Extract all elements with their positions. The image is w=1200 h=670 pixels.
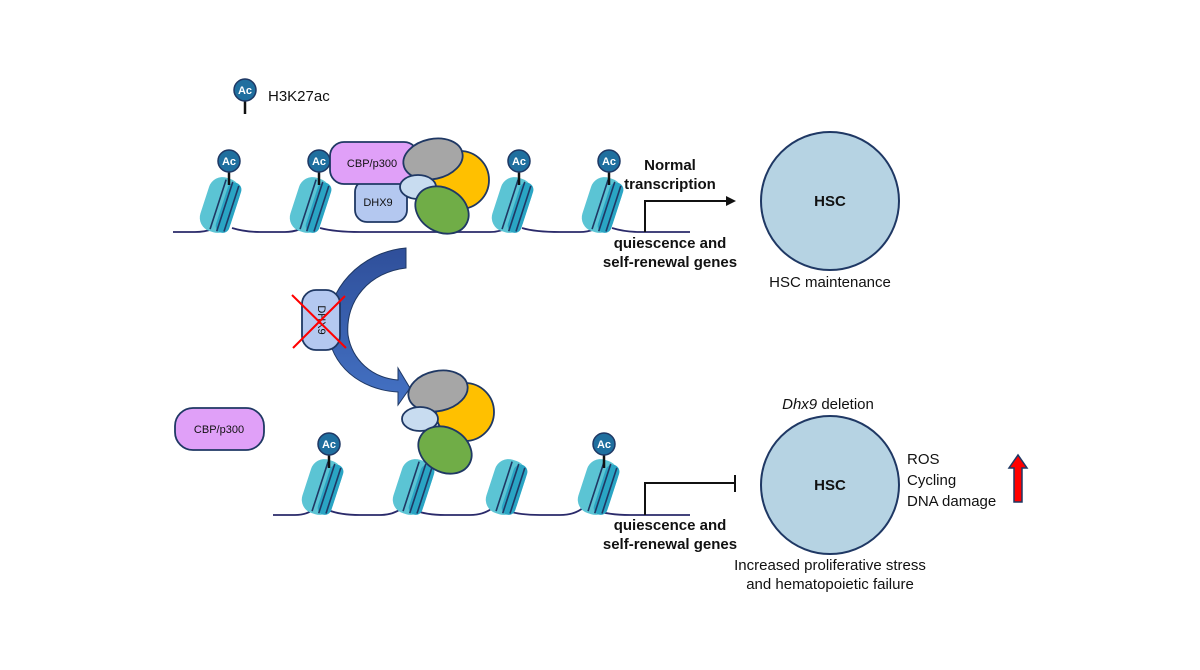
top-chromatin: Ac Ac Ac Ac DHX9 CBP/p300 Normal transcr… [173,137,737,271]
svg-text:Ac: Ac [602,156,616,168]
up-arrow-icon [1007,453,1029,503]
ac-mark-icon: Ac [591,431,617,470]
hsc-label: HSC [814,193,846,210]
effect-dna-damage: DNA damage [907,493,996,510]
legend-label: H3K27ac [268,88,330,105]
arrowhead-icon [726,196,736,206]
cbp-p300-label: CBP/p300 [347,158,397,170]
dna-strand [273,504,690,516]
transcription-label: Normal [644,157,696,174]
gray-subunit [402,137,464,181]
bottom-complex [401,369,495,475]
effect-ros: ROS [907,451,940,468]
hsc-maintenance-label: HSC maintenance [769,274,891,291]
genes-label: quiescence and [614,235,727,252]
transcription-arrow [644,200,727,232]
svg-text:Ac: Ac [512,156,526,168]
gray-subunit [407,369,469,413]
legend-h3k27ac: Ac H3K27ac [232,77,330,116]
nucleosome-icon [195,172,245,238]
outcome-label: and hematopoietic failure [746,576,914,593]
svg-text:Ac: Ac [597,439,611,451]
nucleosome-icon [577,172,627,238]
genes-label: self-renewal genes [603,536,737,553]
ac-mark-icon: Ac [506,148,532,187]
cbp-p300-label: CBP/p300 [194,424,244,436]
genes-label: self-renewal genes [603,254,737,271]
nucleosome-icon [487,172,537,238]
repression-bar-icon [644,475,736,515]
svg-text:Ac: Ac [222,156,236,168]
ac-mark-icon: Ac [596,148,622,187]
red-cross-icon [292,295,346,349]
hsc-label: HSC [814,477,846,494]
top-complex: DHX9 CBP/p300 [329,137,490,235]
light-blue-subunit [401,406,439,432]
ac-mark-icon: Ac [306,148,332,187]
ac-mark-icon: Ac [216,148,242,187]
ac-mark-icon: Ac [316,431,342,470]
dhx9-label: DHX9 [363,197,392,209]
nucleosome-icon [481,454,531,520]
green-subunit [414,185,470,235]
nucleosome-icon [285,172,335,238]
genes-label: quiescence and [614,517,727,534]
ac-mark-text: Ac [238,85,252,97]
bottom-chromatin: CBP/p300 Ac Ac quiescence and self-renew… [174,369,737,553]
top-hsc: HSC HSC maintenance [760,131,900,291]
effect-cycling: Cycling [907,472,956,489]
cbp-p300-protein [174,407,265,451]
hsc-cell [760,131,900,271]
condition-label: Dhx9 deletion [782,396,874,413]
svg-text:Ac: Ac [322,439,336,451]
deleted-dhx9: DHX9 [291,289,347,351]
svg-text:Ac: Ac [312,156,326,168]
nucleosome-icon [297,454,347,520]
bottom-hsc: Dhx9 deletion HSC ROS Cycling DNA damage… [734,396,1029,593]
outcome-label: Increased proliferative stress [734,557,926,574]
green-subunit [417,425,473,475]
transcription-label: transcription [624,176,716,193]
hsc-cell [760,415,900,555]
